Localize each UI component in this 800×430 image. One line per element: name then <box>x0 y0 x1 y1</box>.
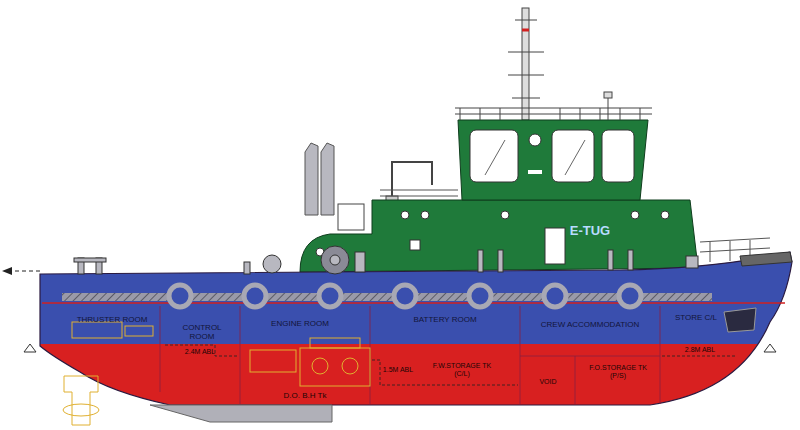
tank-name: F.O.STORAGE TK (P/S) <box>587 364 649 379</box>
tow-line <box>8 271 40 272</box>
arrow-head <box>2 267 12 275</box>
machinery <box>63 322 370 425</box>
compartment-name: CREW ACCOMMODATION <box>541 321 640 330</box>
superstructure <box>300 200 698 272</box>
tank-name: F.W.STORAGE TK (C/L) <box>431 362 493 377</box>
anchor-pocket <box>724 308 756 332</box>
equipment-box <box>338 204 364 230</box>
compartment-name: BATTERY ROOM <box>413 316 476 325</box>
compartment-name: CONTROL ROOM <box>179 324 225 342</box>
deck-gear <box>74 246 792 274</box>
draft-mark <box>764 344 776 352</box>
bulkheads <box>160 306 735 404</box>
hull-outline <box>40 252 792 405</box>
compartment-name: ENGINE ROOM <box>271 320 329 329</box>
height-note: 2.4M ABL <box>185 348 215 356</box>
exhaust-stacks <box>305 143 334 215</box>
tank-name: VOID <box>539 378 556 386</box>
davit-crane <box>386 162 432 204</box>
wheelhouse <box>455 92 652 200</box>
tank-name: D.O. B.H Tk <box>284 392 327 401</box>
portholes <box>316 211 669 264</box>
compartment-name: THRUSTER ROOM <box>77 316 148 325</box>
rubbing-strake <box>62 293 712 301</box>
hull <box>0 240 800 430</box>
compartment-name: STORE C/L <box>675 314 717 323</box>
height-note: 1.5M ABL <box>383 366 413 374</box>
draft-mark <box>24 344 36 352</box>
deck-rails <box>380 190 770 262</box>
vessel-name: E-TUG <box>570 224 610 238</box>
skeg <box>150 405 332 422</box>
fenders <box>169 285 641 307</box>
height-note: 2.8M ABL <box>685 346 715 354</box>
mast <box>508 8 544 120</box>
